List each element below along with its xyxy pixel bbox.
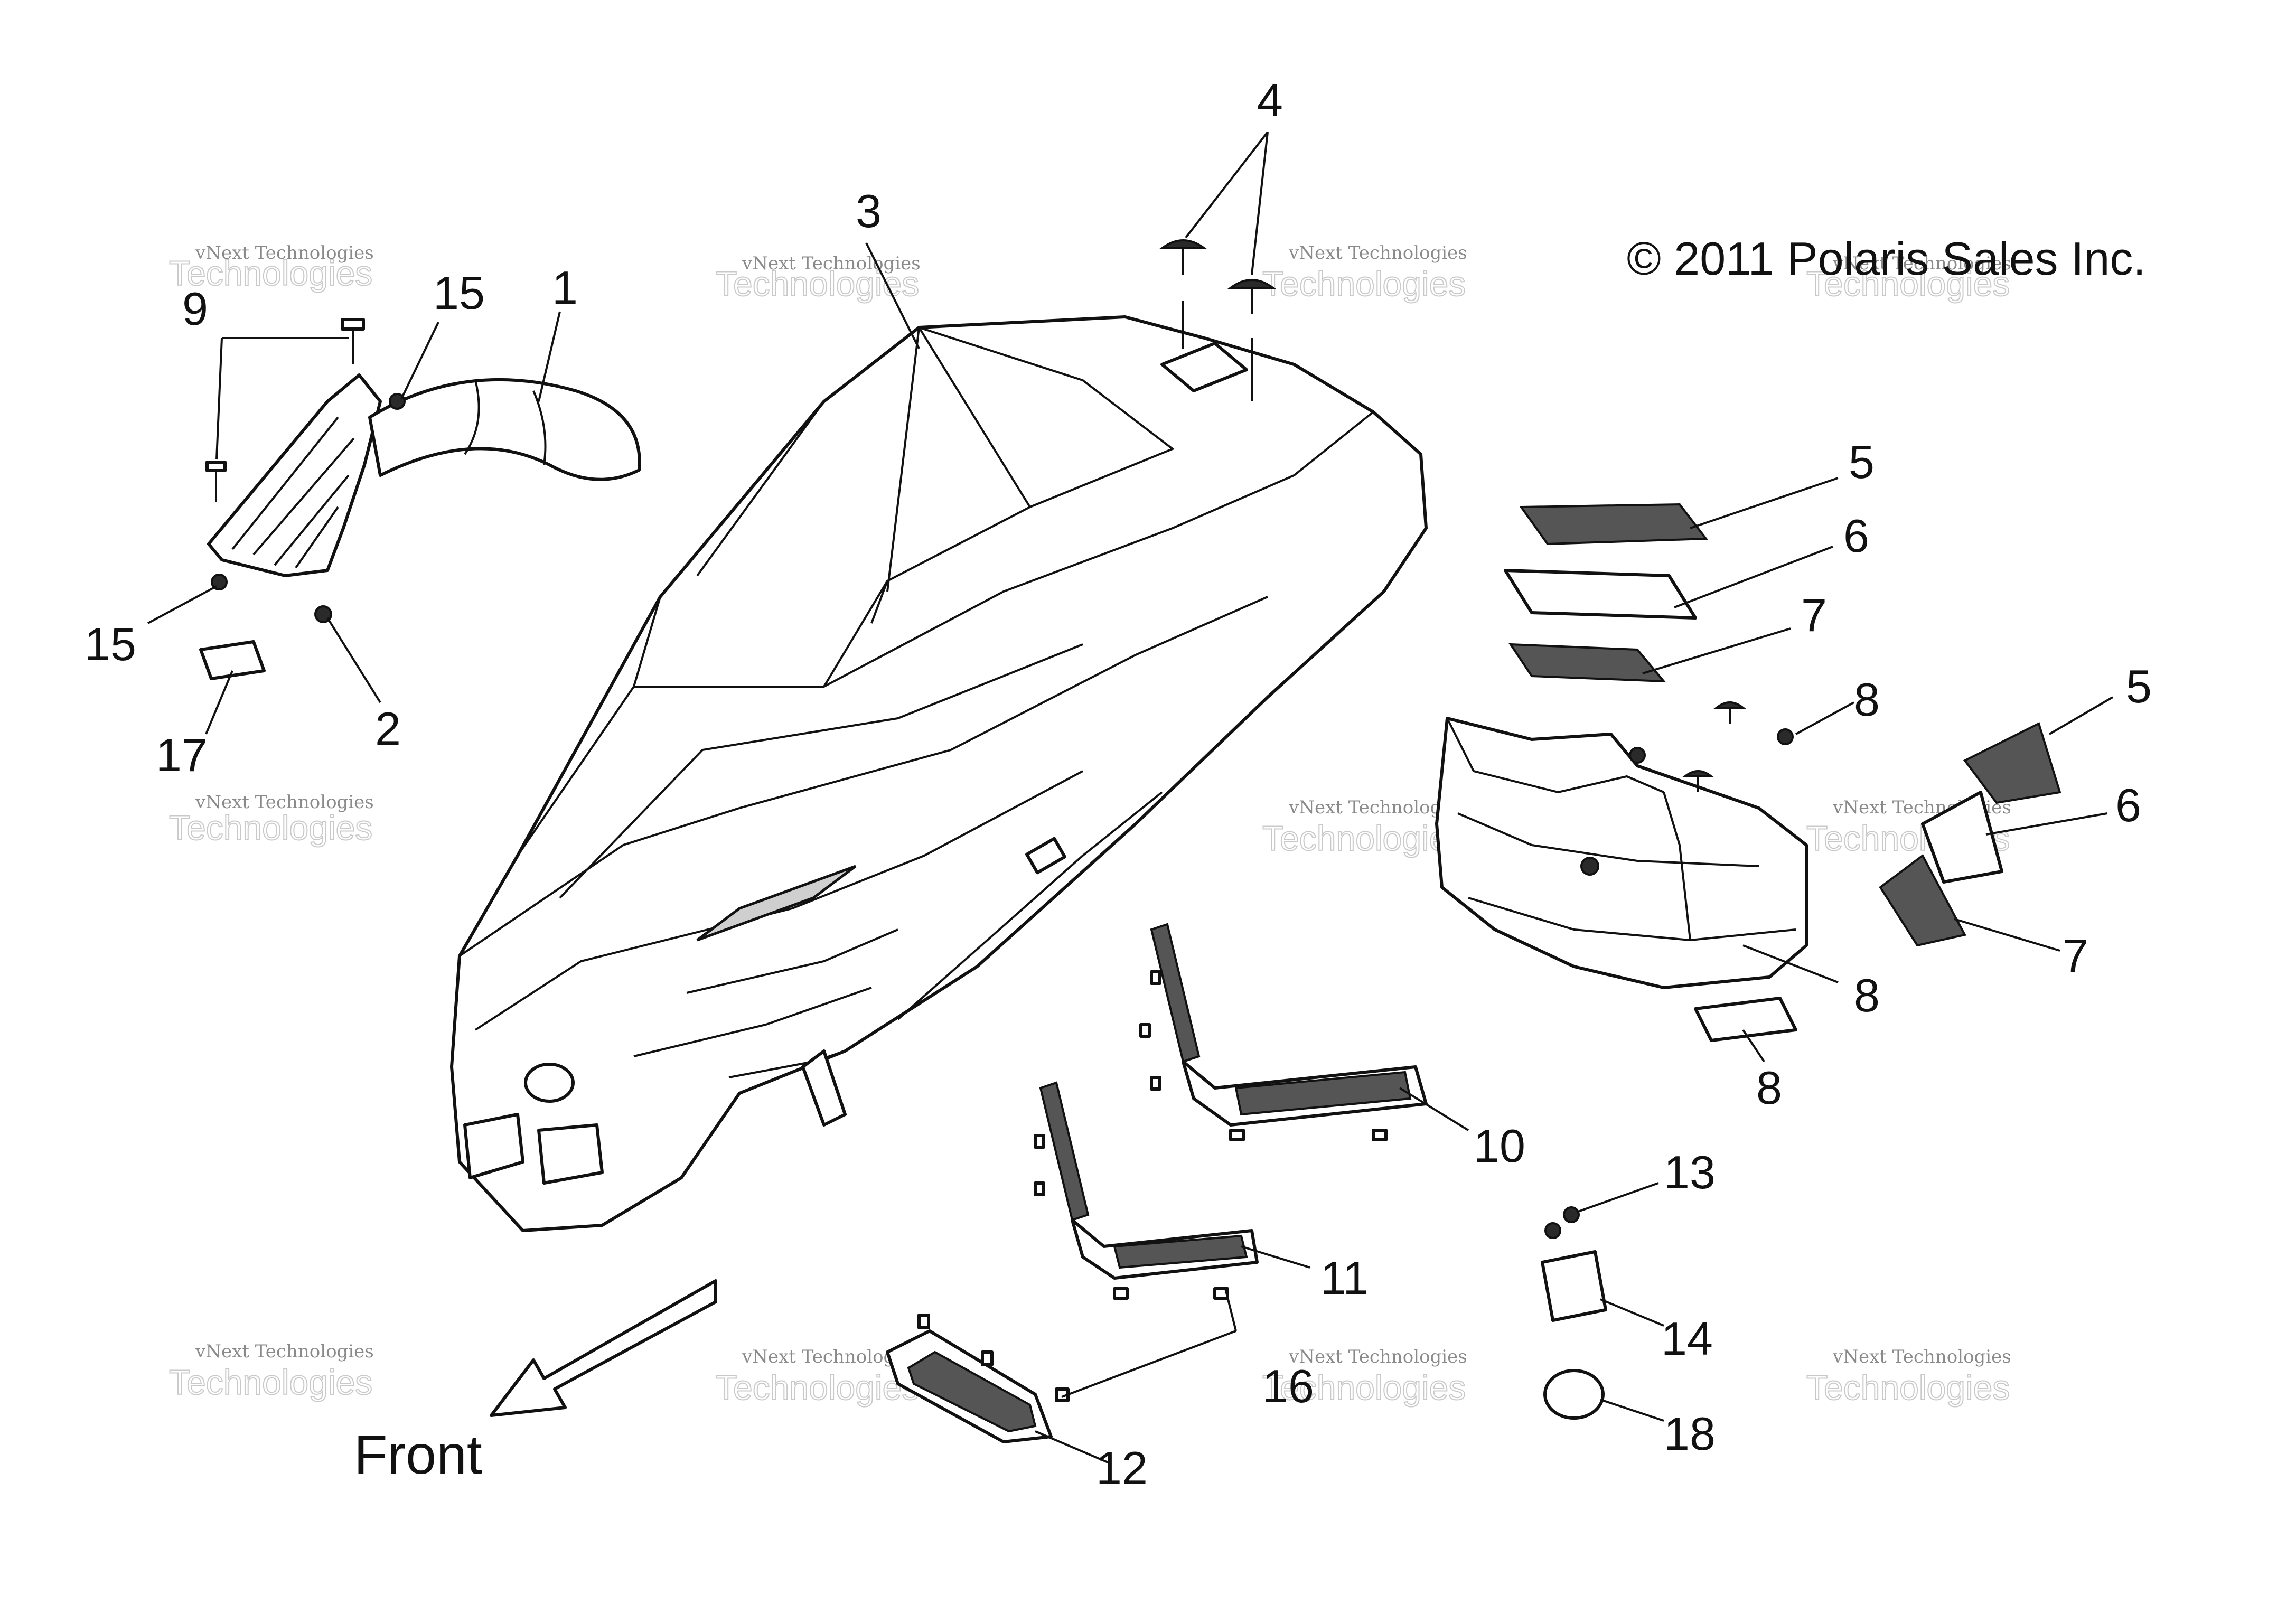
callout-13: 13 — [1664, 1146, 1716, 1198]
part-8-airbox — [1435, 717, 1808, 989]
part-5-vent-upper — [1519, 503, 1708, 546]
watermark-12: Technologies vNext Technologies — [1806, 1346, 2011, 1408]
callout-15-lower: 15 — [85, 618, 136, 670]
callout-1: 1 — [552, 261, 578, 314]
front-direction-arrow — [490, 1279, 717, 1417]
part-7-seal-upper — [1508, 643, 1666, 683]
part-1-intake-duct — [207, 373, 641, 577]
part-10-side-grille — [1139, 923, 1428, 1141]
svg-text:Technologies: Technologies — [1806, 1368, 2010, 1407]
watermark-3: Technologies vNext Technologies — [1262, 242, 1467, 304]
callout-3: 3 — [856, 185, 882, 237]
watermark-9: Technologies vNext Technologies — [168, 1341, 374, 1402]
part-9-bolt-b — [205, 461, 227, 502]
part-9-bolt-a — [341, 318, 365, 364]
part-17-label — [199, 640, 266, 680]
callout-8-screw: 8 — [1854, 673, 1880, 726]
svg-text:vNext Technologies: vNext Technologies — [195, 1341, 374, 1362]
svg-text:Technologies: Technologies — [1262, 819, 1466, 858]
part-14-bracket — [1541, 1250, 1607, 1322]
part-18-ring — [1543, 1369, 1605, 1420]
part-7-seal-right — [1879, 854, 1967, 947]
callout-18: 18 — [1664, 1408, 1716, 1460]
svg-text:Technologies: Technologies — [1262, 264, 1466, 303]
watermark-11: Technologies vNext Technologies — [1262, 1346, 1467, 1408]
part-13-nuts — [1544, 1206, 1580, 1239]
part-8-screw-b — [1682, 770, 1714, 792]
callout-17: 17 — [156, 729, 208, 781]
callout-6-right: 6 — [2115, 779, 2141, 831]
svg-text:Technologies: Technologies — [1806, 264, 2010, 303]
svg-text:vNext Technologies: vNext Technologies — [1832, 253, 2011, 274]
watermark-2: Technologies vNext Technologies — [715, 253, 921, 304]
watermark-5: Technologies vNext Technologies — [168, 792, 374, 848]
callout-8-strip: 8 — [1756, 1062, 1782, 1114]
part-8-foam-strip — [1694, 997, 1797, 1042]
callout-7-upper: 7 — [1801, 589, 1827, 641]
front-label: Front — [354, 1424, 482, 1486]
callout-4: 4 — [1257, 74, 1283, 126]
part-4-fastener-a — [1158, 239, 1208, 275]
svg-text:vNext Technologies: vNext Technologies — [195, 242, 374, 264]
callout-5-right: 5 — [2126, 660, 2152, 712]
svg-text:Technologies: Technologies — [1262, 1368, 1466, 1407]
callout-11: 11 — [1320, 1252, 1369, 1304]
part-8-screw-a — [1713, 701, 1746, 724]
part-3-hood — [450, 315, 1428, 1232]
callout-15-upper: 15 — [433, 267, 485, 319]
callout-2: 2 — [375, 702, 401, 755]
svg-text:vNext Technologies: vNext Technologies — [742, 253, 921, 274]
leader-lines — [147, 131, 2114, 1464]
part-6-filter-right — [1921, 791, 2003, 884]
part-8-grommet — [1777, 728, 1794, 745]
svg-text:Technologies: Technologies — [169, 808, 372, 847]
svg-text:Technologies: Technologies — [169, 1363, 372, 1402]
svg-text:vNext Technologies: vNext Technologies — [195, 792, 374, 813]
callout-5-upper: 5 — [1849, 436, 1875, 488]
svg-text:vNext Technologies: vNext Technologies — [1832, 1346, 2011, 1367]
svg-text:Technologies: Technologies — [169, 254, 372, 293]
callout-6-upper: 6 — [1843, 510, 1869, 562]
part-11-side-grille — [1034, 1081, 1259, 1300]
callout-16: 16 — [1262, 1360, 1314, 1412]
part-12-front-grille — [886, 1314, 1070, 1443]
callout-8-airbox: 8 — [1854, 969, 1880, 1021]
copyright-text: © 2011 Polaris Sales Inc. — [1627, 232, 2146, 285]
part-6-filter-upper — [1504, 569, 1697, 620]
watermark-4: Technologies vNext Technologies — [1806, 253, 2011, 304]
callout-9: 9 — [182, 283, 208, 335]
callout-10: 10 — [1474, 1120, 1525, 1172]
svg-text:Technologies: Technologies — [716, 1368, 919, 1407]
watermark-1: Technologies vNext Technologies — [168, 242, 374, 293]
callout-14: 14 — [1661, 1312, 1713, 1365]
callout-12: 12 — [1096, 1442, 1148, 1494]
part-4-fastener-b — [1227, 279, 1277, 314]
svg-text:vNext Technologies: vNext Technologies — [1288, 242, 1467, 264]
part-5-vent-right — [1963, 722, 2061, 804]
callout-7-right: 7 — [2063, 930, 2088, 982]
svg-text:vNext Technologies: vNext Technologies — [1288, 1346, 1467, 1367]
